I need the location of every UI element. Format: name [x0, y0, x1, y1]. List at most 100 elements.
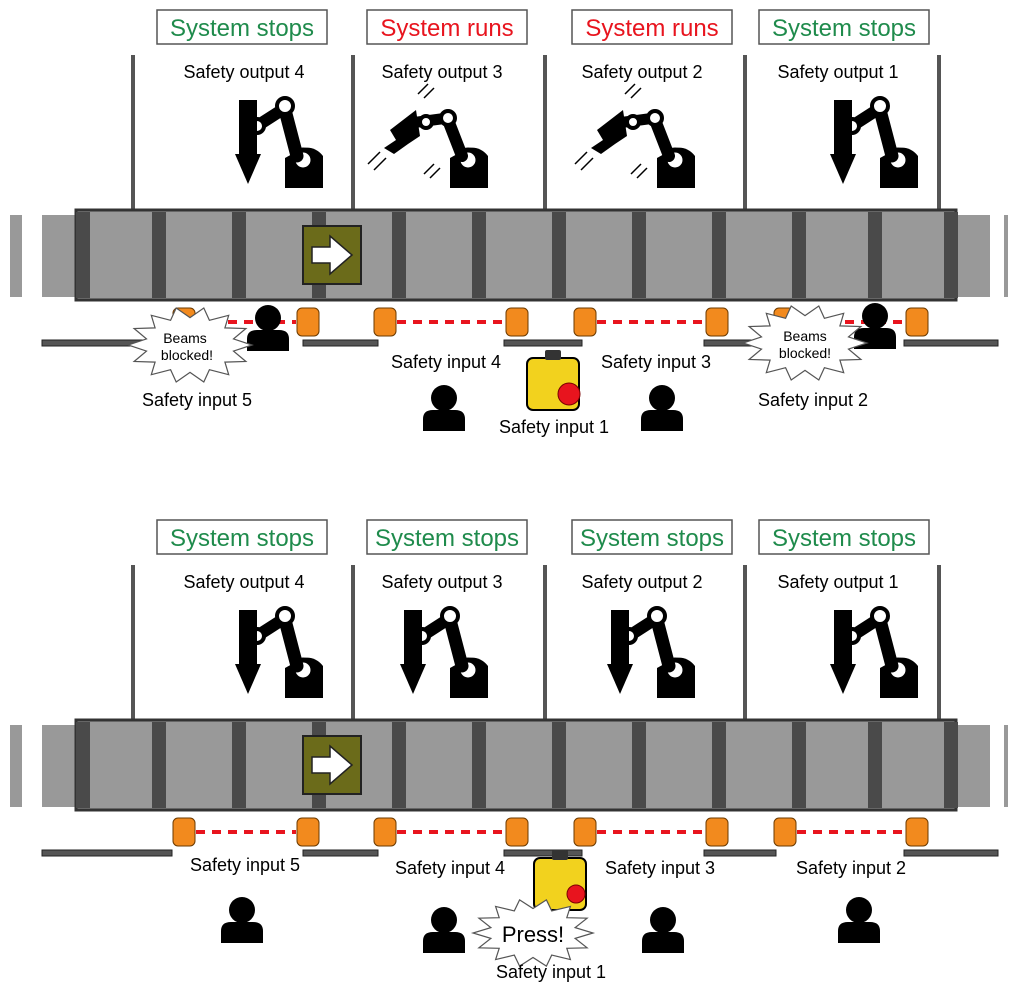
person-head [431, 907, 457, 933]
light-curtain-sensor [905, 817, 929, 847]
status-box [156, 519, 328, 555]
person-head [650, 907, 676, 933]
callout-text: blocked! [779, 345, 831, 361]
belt-slat [712, 722, 726, 808]
fence-post [351, 55, 355, 210]
light-curtain-sensor [573, 307, 597, 337]
motion-lines [630, 163, 648, 179]
robot-upper-arm [650, 613, 676, 673]
guard-rail [903, 339, 999, 347]
robot-joint [870, 606, 890, 626]
safety-input-label: Safety input 3 [601, 352, 711, 372]
person-head [255, 305, 281, 331]
robot-joint [625, 114, 641, 130]
robot-joint [646, 109, 664, 127]
robot-joint [275, 96, 295, 116]
robot-upper-arm [873, 103, 899, 163]
belt-slat [868, 722, 882, 808]
light-curtain-sensor [505, 817, 529, 847]
robot-upper-arm [873, 613, 899, 673]
robot-gripper [591, 110, 627, 154]
person-body [423, 410, 465, 431]
status-text: System stops [170, 525, 314, 552]
safety-output-label: Safety output 2 [581, 572, 702, 592]
belt-slat [944, 212, 958, 298]
light-curtain-sensor [296, 817, 320, 847]
motion-lines [423, 163, 441, 179]
person-body [838, 922, 880, 943]
person-body [641, 410, 683, 431]
safety-input-label: Safety input 1 [499, 417, 609, 437]
fence-post [131, 55, 135, 210]
emergency-stop-button [566, 884, 586, 904]
fence-post [743, 55, 747, 210]
safety-output-label: Safety output 4 [183, 572, 304, 592]
callout-burst [470, 899, 596, 967]
conveyor-end [956, 215, 990, 297]
conveyor-end [10, 725, 22, 807]
guard-rail [703, 849, 777, 857]
light-curtain-sensor [905, 307, 929, 337]
light-curtain-sensor [705, 817, 729, 847]
robot-joint [275, 606, 295, 626]
fence-post [351, 565, 355, 720]
callout-text: Press! [502, 922, 564, 947]
callout-burst [126, 307, 254, 383]
conveyor-end [1004, 215, 1008, 297]
robot-tool [239, 610, 257, 664]
robot-arm [830, 606, 918, 698]
person-head [431, 385, 457, 411]
robot-arm [235, 606, 323, 698]
safety-input-label: Safety input 3 [605, 858, 715, 878]
light-curtain-sensor [373, 817, 397, 847]
emergency-stop-gland [545, 350, 561, 360]
belt-slat [712, 212, 726, 298]
status-text: System stops [375, 525, 519, 552]
motion-lines [574, 151, 594, 171]
robot-tool [834, 100, 852, 154]
fence-post [131, 565, 135, 720]
belt-slat [392, 212, 406, 298]
light-curtain-sensor [296, 307, 320, 337]
status-box [571, 519, 733, 555]
guard-rail [302, 339, 379, 347]
arrow-right-icon [311, 234, 354, 276]
belt-slat [792, 212, 806, 298]
status-text: System stops [772, 15, 916, 42]
guard-rail [41, 849, 173, 857]
light-curtain-sensor [573, 817, 597, 847]
motion-lines [367, 151, 387, 171]
robot-joint [647, 606, 667, 626]
status-text: System stops [580, 525, 724, 552]
status-text: System stops [772, 525, 916, 552]
robot-tool-tip [400, 664, 426, 694]
belt-slat [792, 722, 806, 808]
conveyor-end [42, 725, 76, 807]
safety-output-label: Safety output 1 [777, 62, 898, 82]
guard-rail [503, 339, 583, 347]
status-box [366, 9, 528, 45]
belt-slat [232, 212, 246, 298]
robot-arm [400, 606, 488, 698]
robot-arm [830, 96, 918, 188]
belt-slat [944, 722, 958, 808]
light-curtain-sensor [505, 307, 529, 337]
belt-slat [152, 722, 166, 808]
status-box [366, 519, 528, 555]
safety-input-label: Safety input 4 [391, 352, 501, 372]
status-text: System stops [170, 15, 314, 42]
light-curtain-sensor [705, 307, 729, 337]
person-body [247, 330, 289, 351]
robot-tool-tip [830, 664, 856, 694]
belt-slat [552, 722, 566, 808]
robot-upper-arm [278, 103, 304, 163]
safety-input-label: Safety input 2 [796, 858, 906, 878]
robot-upper-arm [278, 613, 304, 673]
robot-tool [834, 610, 852, 664]
person-body [221, 922, 263, 943]
light-curtain-sensor [773, 817, 797, 847]
light-curtain-sensor [373, 307, 397, 337]
robot-arm [235, 96, 323, 188]
person-head [862, 303, 888, 329]
